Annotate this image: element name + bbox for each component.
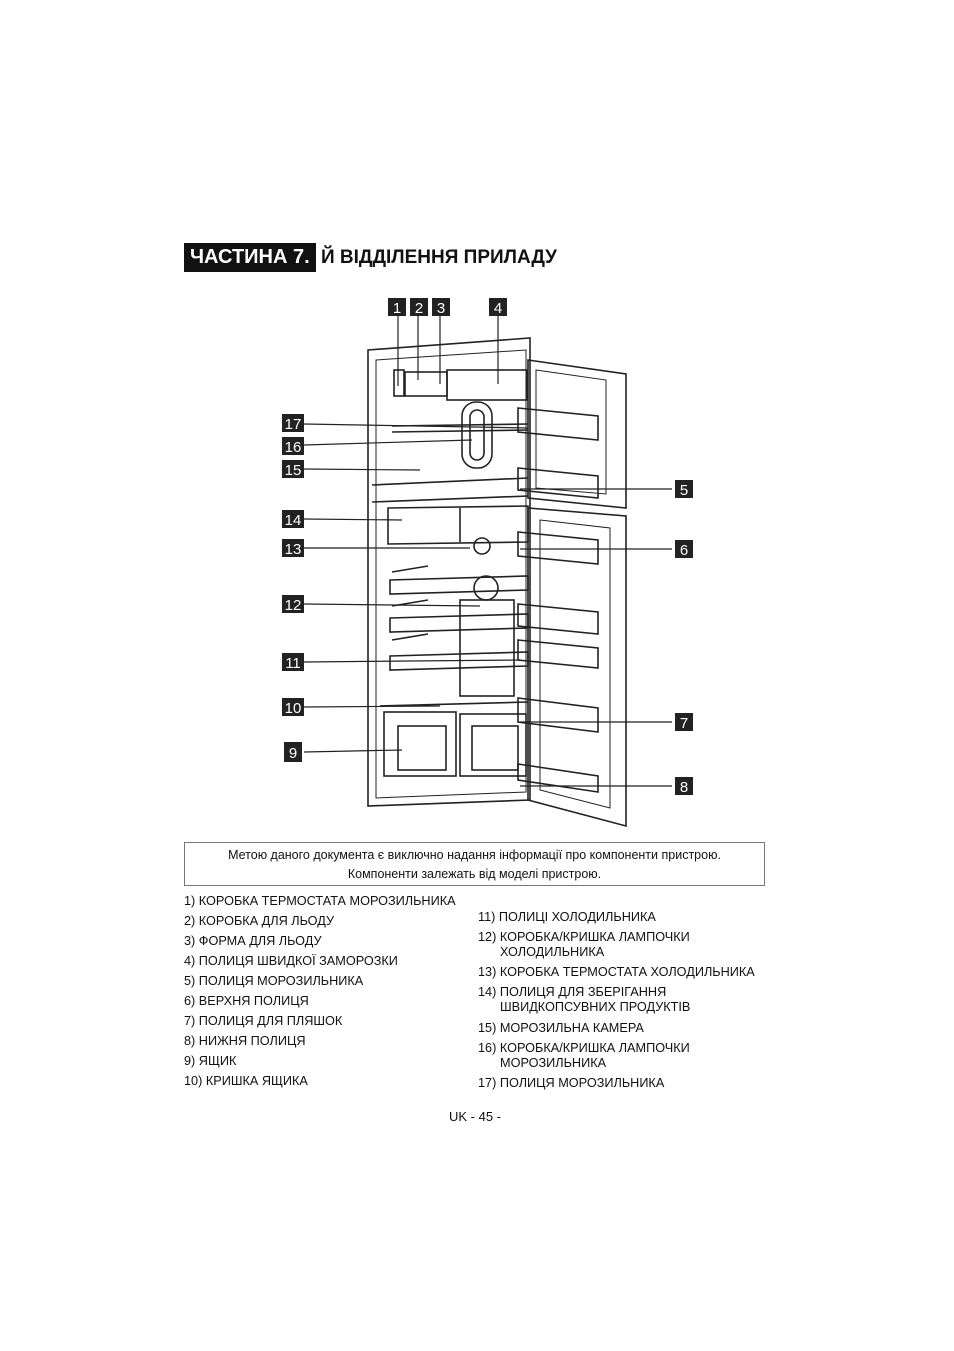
legend-item: 9) ЯЩИК	[184, 1054, 237, 1068]
legend-item: 8) НИЖНЯ ПОЛИЦЯ	[184, 1034, 306, 1048]
legend-item: 13) КОРОБКА ТЕРМОСТАТА ХОЛОДИЛЬНИКА	[478, 965, 755, 980]
callout-6: 6	[680, 542, 688, 559]
legend-item: 2) КОРОБКА ДЛЯ ЛЬОДУ	[184, 914, 335, 928]
legend-item: 12) КОРОБКА/КРИШКА ЛАМПОЧКИ ХОЛОДИЛЬНИКА	[478, 930, 690, 960]
legend-item: 4) ПОЛИЦЯ ШВИДКОЇ ЗАМОРОЗКИ	[184, 954, 398, 968]
callout-12: 12	[285, 597, 302, 614]
legend-item: 15) МОРОЗИЛЬНА КАМЕРА	[478, 1021, 644, 1036]
page-number: UK - 45 -	[449, 1109, 502, 1124]
callout-9: 9	[289, 745, 297, 762]
legend-item-line: 16) КОРОБКА/КРИШКА ЛАМПОЧКИ	[478, 1041, 690, 1055]
callout-5: 5	[680, 482, 688, 499]
notice-box: Метою даного документа є виключно наданн…	[184, 842, 765, 886]
notice-line-1: Метою даного документа є виключно наданн…	[228, 848, 721, 862]
callout-7: 7	[680, 715, 688, 732]
legend-item-continuation: МОРОЗИЛЬНИКА	[500, 1056, 607, 1070]
legend-item: 10) КРИШКА ЯЩИКА	[184, 1074, 308, 1088]
refrigerator-diagram: 1 2 3 4 17 16 15 14 13 12 11 10 9 5 6 7 …	[282, 298, 693, 828]
callout-8: 8	[680, 779, 688, 796]
fridge-door	[527, 507, 627, 828]
callout-17: 17	[285, 416, 302, 433]
callout-11: 11	[285, 655, 301, 672]
legend-item: 3) ФОРМА ДЛЯ ЛЬОДУ	[184, 934, 322, 948]
callout-14: 14	[285, 512, 302, 529]
notice-line-2: Компоненти залежать від моделі пристрою.	[347, 867, 602, 881]
legend-item-line: 15) МОРОЗИЛЬНА КАМЕРА	[478, 1021, 644, 1035]
callout-16: 16	[285, 439, 302, 456]
legend-item: 7) ПОЛИЦЯ ДЛЯ ПЛЯШОК	[184, 1014, 343, 1028]
legend-item-continuation: ШВИДКОПСУВНИХ ПРОДУКТІВ	[500, 1000, 691, 1014]
quick-freeze-shelf-shape	[446, 369, 528, 401]
callout-10: 10	[285, 700, 302, 717]
legend-item-line: 13) КОРОБКА ТЕРМОСТАТА ХОЛОДИЛЬНИКА	[478, 965, 755, 979]
section-title: Й ВІДДІЛЕННЯ ПРИЛАДУ	[321, 247, 557, 268]
legend-item: 17) ПОЛИЦЯ МОРОЗИЛЬНИКА	[478, 1076, 664, 1091]
freezer-door	[527, 359, 627, 509]
legend-item-line: 11) ПОЛИЦІ ХОЛОДИЛЬНИКА	[478, 910, 656, 924]
legend-item: 6) ВЕРХНЯ ПОЛИЦЯ	[184, 994, 309, 1008]
legend-item: 11) ПОЛИЦІ ХОЛОДИЛЬНИКА	[478, 910, 656, 925]
section-label: ЧАСТИНА 7.	[184, 243, 316, 272]
ice-box-shape	[404, 371, 448, 397]
callout-15: 15	[285, 462, 302, 479]
legend-item: 1) КОРОБКА ТЕРМОСТАТА МОРОЗИЛЬНИКА	[184, 894, 456, 908]
legend-item: 16) КОРОБКА/КРИШКА ЛАМПОЧКИ МОРОЗИЛЬНИКА	[478, 1041, 690, 1071]
legend-item: 5) ПОЛИЦЯ МОРОЗИЛЬНИКА	[184, 974, 364, 988]
legend-item: 14) ПОЛИЦЯ ДЛЯ ЗБЕРІГАННЯ ШВИДКОПСУВНИХ …	[478, 985, 690, 1015]
callout-13: 13	[285, 541, 302, 558]
callout-3: 3	[437, 300, 445, 317]
callout-1: 1	[393, 300, 401, 317]
callout-4: 4	[494, 300, 502, 317]
legend-item-line: 14) ПОЛИЦЯ ДЛЯ ЗБЕРІГАННЯ	[478, 985, 667, 999]
legend-item-line: 12) КОРОБКА/КРИШКА ЛАМПОЧКИ	[478, 930, 690, 944]
legend-item-continuation: ХОЛОДИЛЬНИКА	[500, 945, 605, 959]
callout-2: 2	[415, 300, 423, 317]
legend-item-line: 17) ПОЛИЦЯ МОРОЗИЛЬНИКА	[478, 1076, 665, 1090]
